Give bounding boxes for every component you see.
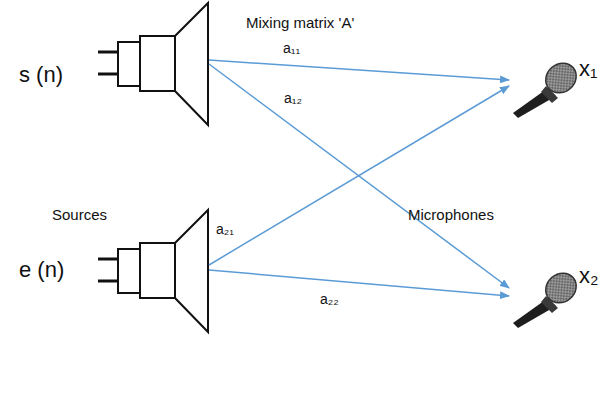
speaker-source: s (n) — [15, 0, 209, 130]
mixing-arrow — [209, 64, 509, 288]
coefficient-label: a₂₂ — [318, 291, 341, 307]
coefficient-label: a₁₁ — [281, 40, 302, 56]
mixing-arrow — [209, 60, 509, 80]
speaker-symbol — [98, 3, 208, 125]
group-label: Sources — [52, 206, 107, 223]
microphone: x₂ — [509, 260, 599, 332]
speaker-symbol — [98, 210, 208, 332]
matrix-title: Mixing matrix 'A' — [246, 14, 354, 31]
microphone-symbol — [513, 267, 582, 328]
coefficient-label: a₂₁ — [214, 221, 236, 237]
mixing-arrow — [209, 270, 509, 296]
source-label: x₂ — [579, 263, 599, 288]
source-label: e (n) — [19, 257, 64, 282]
coefficient-label: a₁₂ — [282, 90, 304, 106]
microphone: x₁ — [509, 50, 599, 122]
source-label: s (n) — [19, 62, 63, 87]
group-label: Microphones — [408, 206, 494, 223]
source-label: x₁ — [579, 56, 597, 81]
mixing-arrow — [209, 86, 509, 265]
microphone-symbol — [513, 57, 582, 118]
speaker-source: e (n) — [15, 207, 209, 337]
